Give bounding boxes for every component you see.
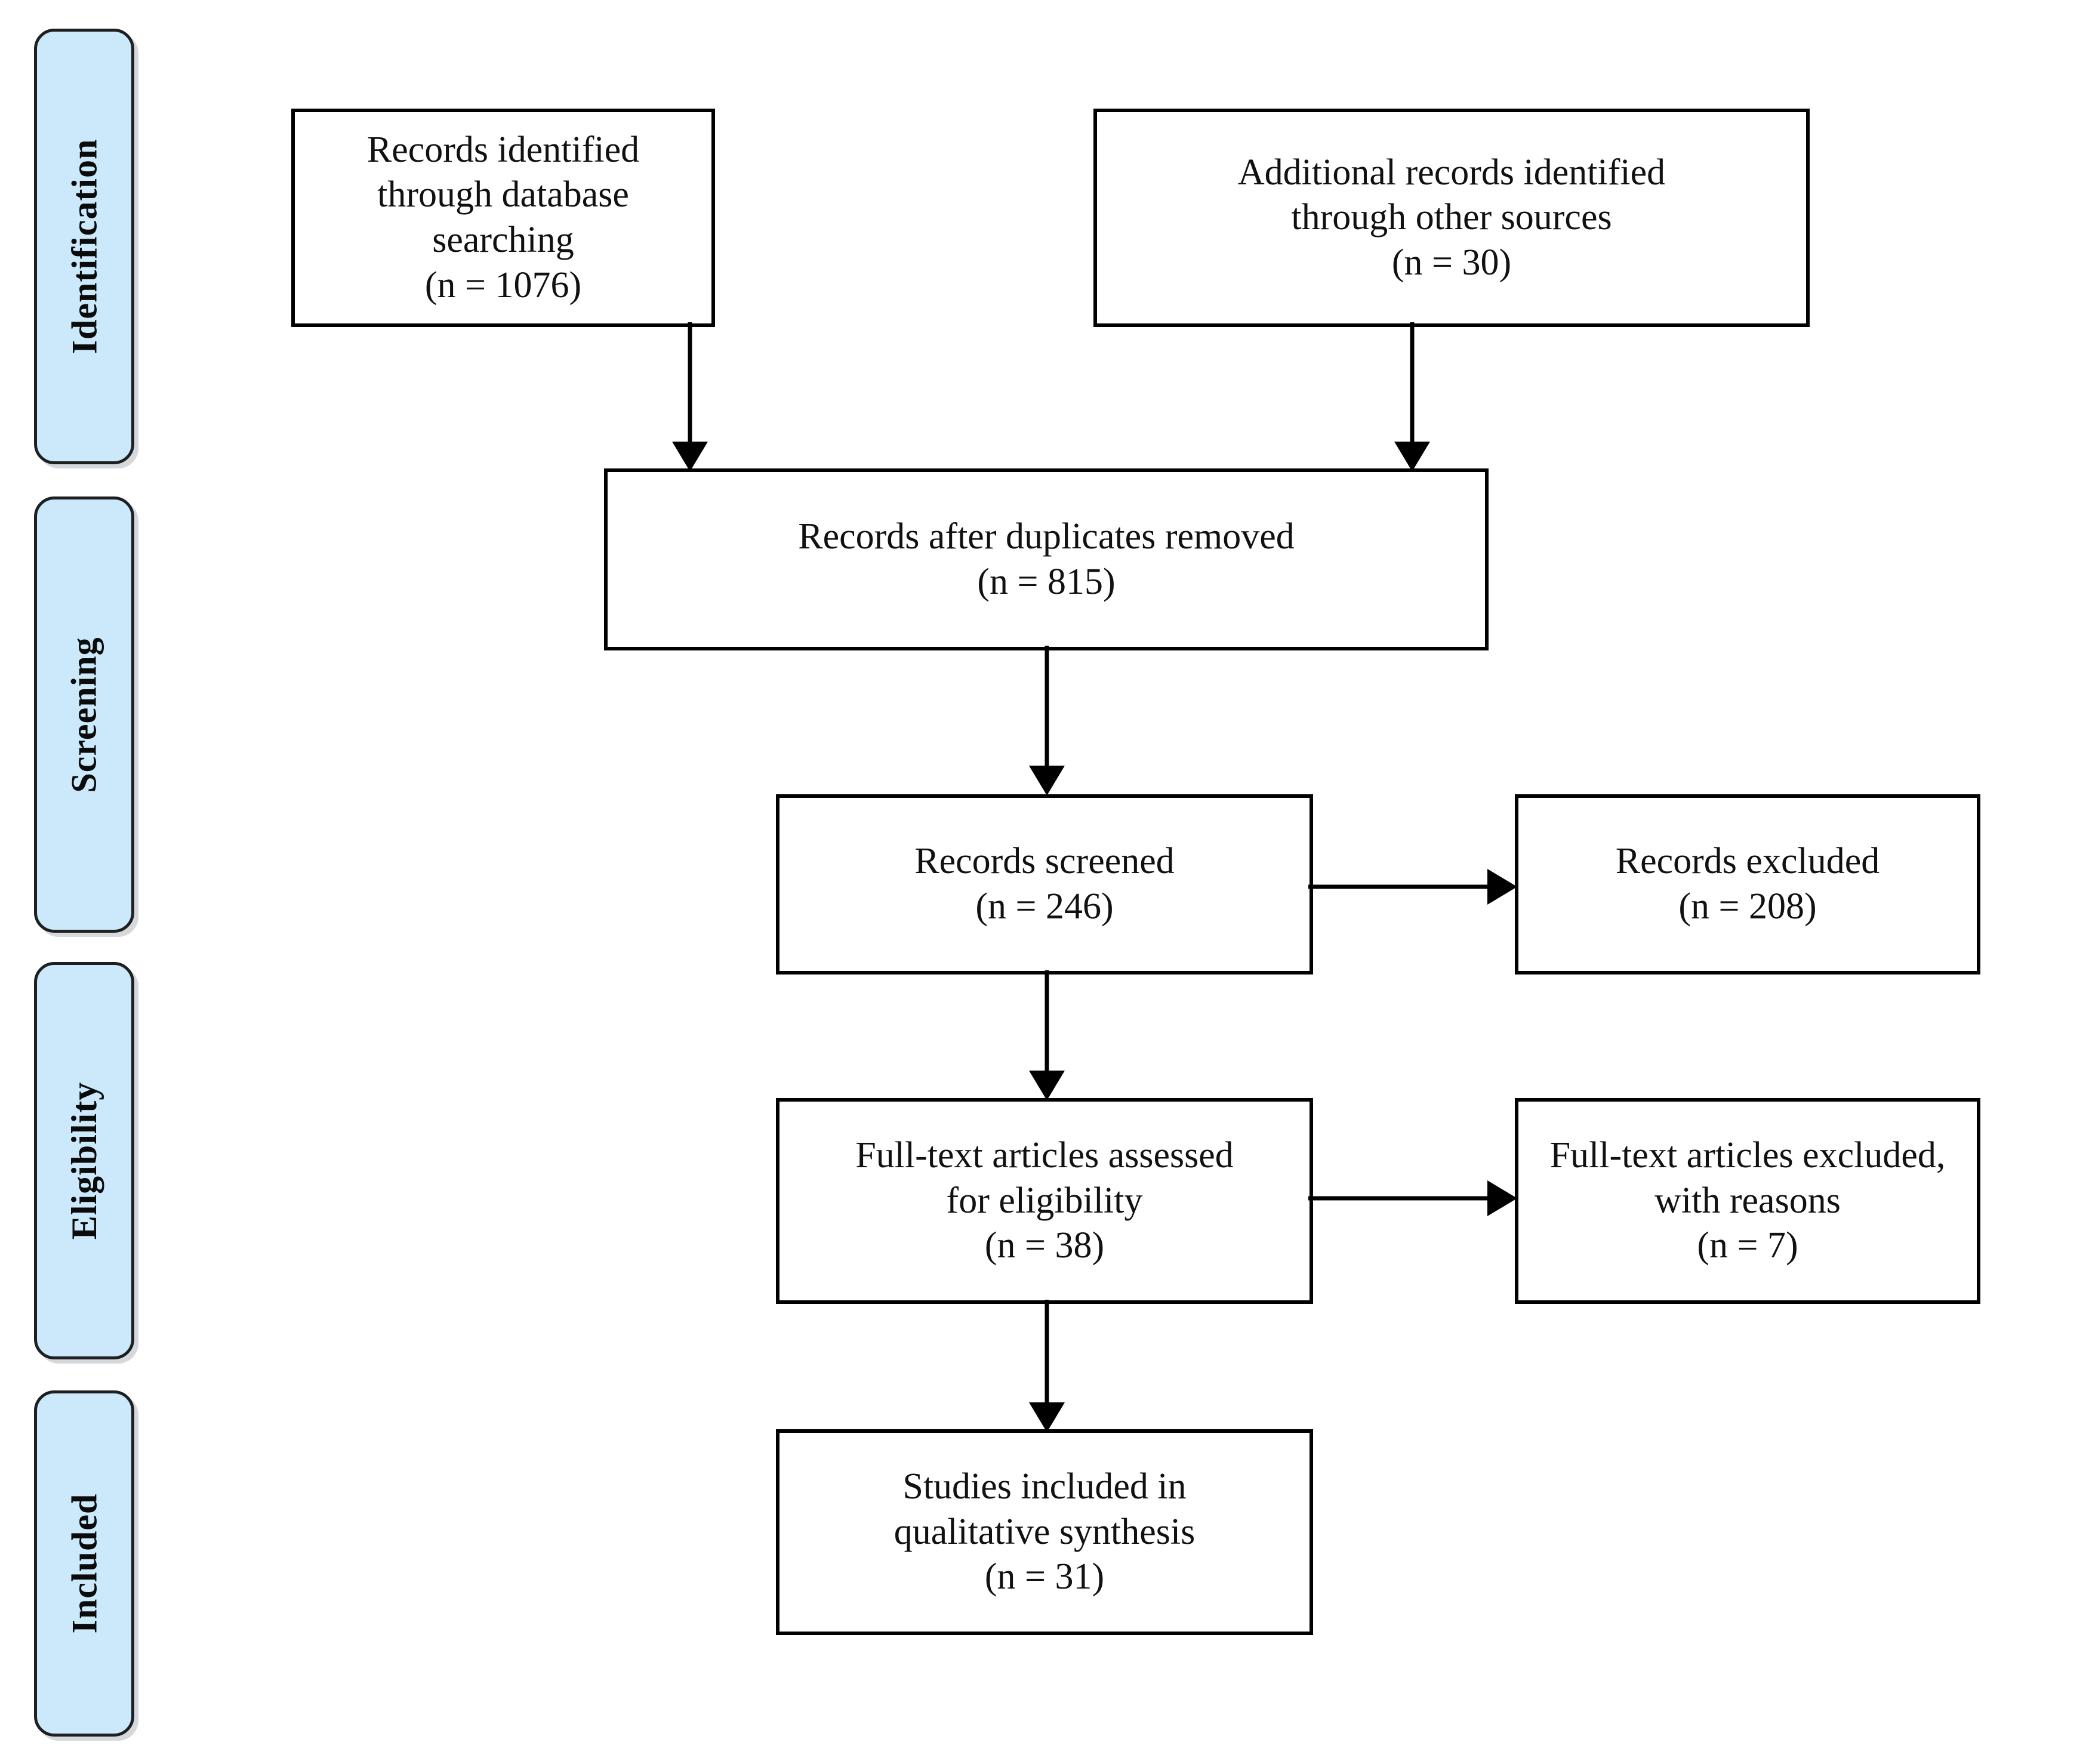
node-records-excluded: Records excluded (n = 208) [1515, 794, 1980, 974]
connector-dedup-to-screened [1029, 646, 1065, 795]
node-records-screened: Records screened (n = 246) [776, 794, 1313, 974]
connector-fulltext-to-excluded [1308, 1180, 1517, 1216]
phase-box-eligibility: Eligibility [34, 962, 134, 1359]
phase-label-included: Included [64, 1493, 104, 1634]
node-additional-records-other-sources-text: Additional records identified through ot… [1237, 152, 1666, 283]
node-records-identified-database: Records identified through database sear… [291, 109, 715, 327]
node-fulltext-excluded: Full-text articles excluded, with reason… [1515, 1098, 1980, 1304]
node-studies-included-text: Studies included in qualitative synthesi… [893, 1466, 1196, 1598]
connector-other-to-dedup [1394, 322, 1430, 471]
phase-label-screening: Screening [64, 636, 104, 793]
node-fulltext-assessed-text: Full-text articles assessed for eligibil… [855, 1135, 1234, 1266]
node-additional-records-other-sources: Additional records identified through ot… [1093, 109, 1810, 327]
node-fulltext-excluded-text: Full-text articles excluded, with reason… [1549, 1135, 1946, 1266]
connector-screened-to-fulltext [1029, 970, 1065, 1100]
phase-box-screening: Screening [34, 496, 134, 933]
node-records-screened-text: Records screened (n = 246) [914, 841, 1175, 927]
node-records-excluded-text: Records excluded (n = 208) [1615, 841, 1880, 927]
node-records-after-duplicates-removed-text: Records after duplicates removed (n = 81… [798, 516, 1295, 602]
node-records-after-duplicates-removed: Records after duplicates removed (n = 81… [604, 468, 1489, 650]
node-studies-included: Studies included in qualitative synthesi… [776, 1429, 1313, 1635]
connector-screened-to-excluded [1308, 869, 1517, 905]
phase-label-identification: Identification [64, 138, 104, 354]
connector-fulltext-to-included [1029, 1300, 1065, 1432]
node-fulltext-assessed: Full-text articles assessed for eligibil… [776, 1098, 1313, 1304]
phase-label-eligibility: Eligibility [64, 1081, 104, 1240]
phase-box-identification: Identification [34, 29, 134, 464]
connector-db-to-dedup [672, 322, 708, 471]
node-records-identified-database-text: Records identified through database sear… [366, 129, 640, 306]
phase-box-included: Included [34, 1390, 134, 1737]
